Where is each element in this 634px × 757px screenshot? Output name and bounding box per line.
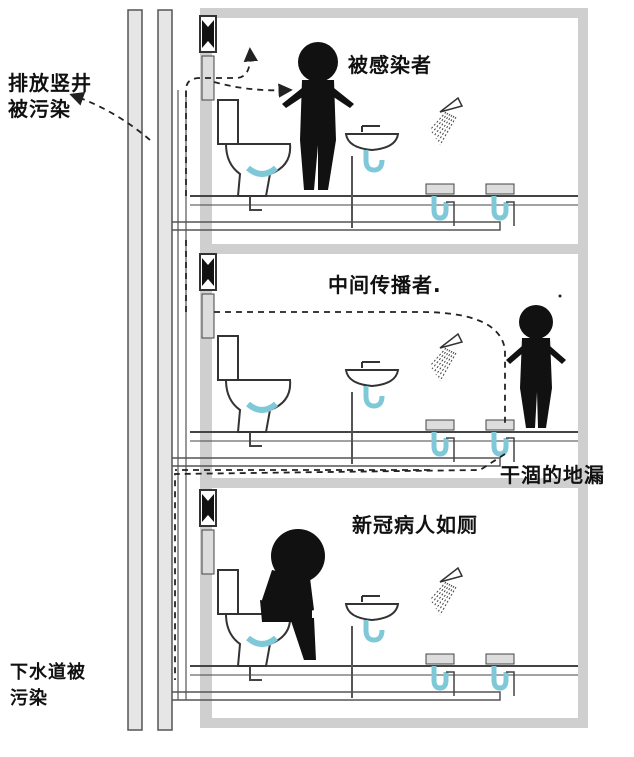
floor-drain-icon	[485, 183, 515, 226]
shower-icon	[429, 96, 464, 146]
person-icon	[260, 529, 325, 660]
horizontal-drains	[172, 221, 501, 701]
shower-icon	[429, 332, 464, 382]
floor-slab-2	[200, 244, 588, 254]
person-icon	[506, 305, 566, 428]
fan-icon	[199, 15, 217, 101]
fan-icon	[199, 253, 217, 339]
toilet-icon	[217, 99, 292, 211]
label-stack-contaminated: 排放竖井 被污染	[8, 70, 92, 122]
fan-icon	[199, 489, 217, 575]
floor-drain-icon	[425, 183, 455, 226]
label-covid-patient: 新冠病人如厕	[352, 513, 478, 537]
floor-drain-icon	[485, 419, 515, 462]
label-stack-line1: 排放竖井	[8, 71, 92, 95]
shower-icon	[429, 566, 464, 616]
floor-drain-icon	[425, 419, 455, 462]
label-sewer-line1: 下水道被	[10, 662, 86, 683]
label-intermediate-spreader: 中间传播者.	[328, 273, 442, 297]
floor-slab-1	[200, 478, 588, 488]
label-dry-floor-drain: 干涸的地漏	[500, 463, 605, 487]
label-sewer-line2: 污染	[10, 688, 48, 709]
drain-stack	[127, 9, 187, 731]
toilet-icon	[217, 569, 292, 681]
sink-icon	[344, 125, 400, 228]
label-infected-person: 被感染者	[348, 53, 432, 77]
label-stack-line2: 被污染	[8, 97, 71, 121]
label-sewer-contaminated: 下水道被 污染	[10, 660, 86, 712]
floor-drain-icon	[485, 653, 515, 696]
toilet-icon	[217, 335, 292, 447]
sink-icon	[344, 595, 400, 698]
person-icon	[282, 42, 354, 190]
sink-icon	[344, 361, 400, 464]
contamination-path	[69, 47, 506, 680]
dot-marker	[558, 294, 562, 298]
floor-drain-icon	[425, 653, 455, 696]
